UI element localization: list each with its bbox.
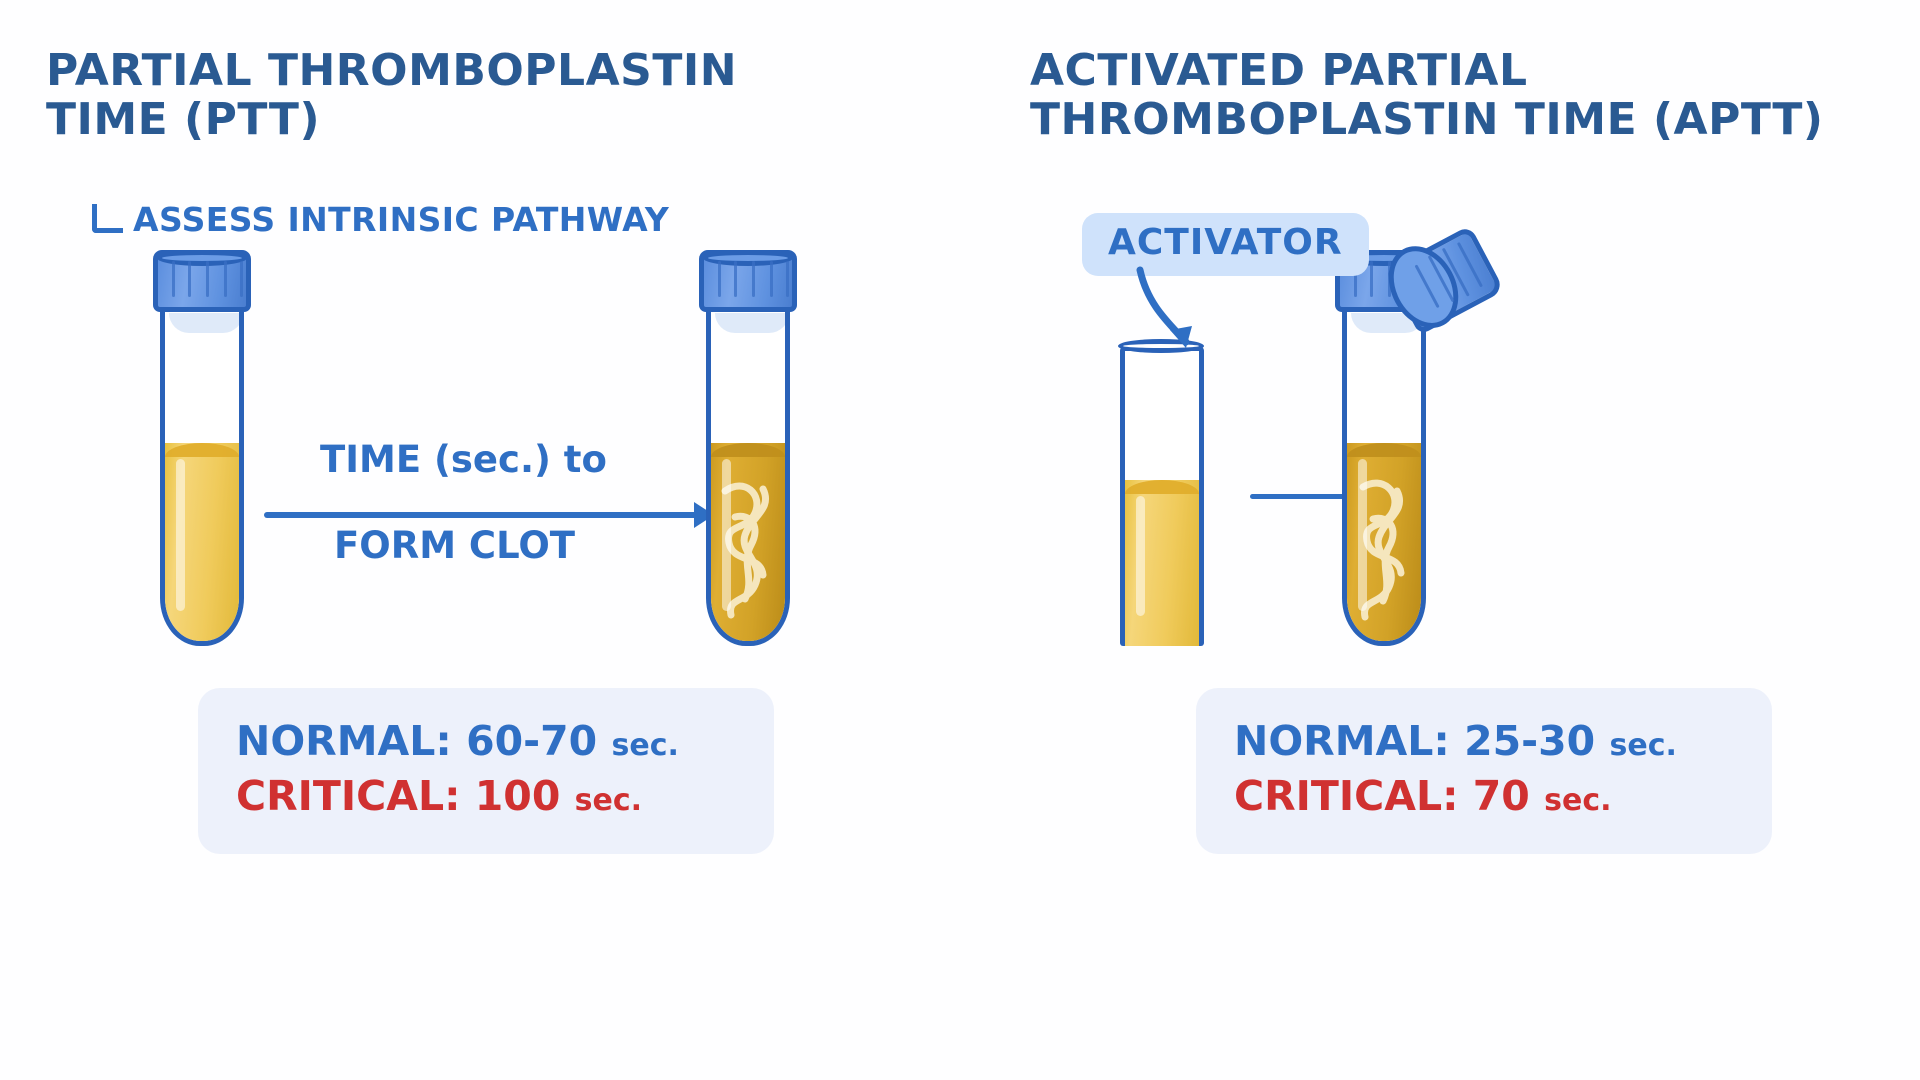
aptt-critical-label: CRITICAL: xyxy=(1234,771,1459,820)
ptt-reference-box: NORMAL: 60-70 sec. CRITICAL: 100 sec. xyxy=(198,688,774,854)
tube-body xyxy=(1120,346,1204,646)
tube-fluid-clot xyxy=(711,443,785,641)
tube-neck xyxy=(169,313,239,333)
ptt-critical-line: CRITICAL: 100 sec. xyxy=(236,769,736,824)
aptt-critical-unit: sec. xyxy=(1544,782,1612,818)
tube-neck xyxy=(715,313,785,333)
tube-body xyxy=(160,296,244,646)
panel-ptt: PARTIAL THROMBOPLASTIN TIME (PTT) ASSESS… xyxy=(46,45,797,854)
tube-cap-icon xyxy=(699,250,797,312)
aptt-normal-value: 25-30 xyxy=(1464,717,1596,765)
activator-curved-arrow-icon xyxy=(1136,266,1192,348)
aptt-title: ACTIVATED PARTIAL THROMBOPLASTIN TIME (a… xyxy=(1030,45,1824,146)
tube-fluid-plasma xyxy=(165,443,239,641)
cap-ridges xyxy=(712,261,789,297)
activator-badge: ACTIVATOR xyxy=(1082,213,1369,276)
tube-neck xyxy=(1351,313,1421,333)
activator-label: ACTIVATOR xyxy=(1108,222,1343,263)
arrow-label-bottom: FORM CLOT xyxy=(334,524,576,567)
ptt-normal-value: 60-70 xyxy=(466,717,598,765)
aptt-critical-line: CRITICAL: 70 sec. xyxy=(1234,769,1734,824)
tube-body xyxy=(1342,296,1426,646)
tube-fluid-plasma xyxy=(1125,480,1199,646)
cap-ridges xyxy=(166,261,243,297)
fibrin-strands-icon xyxy=(721,482,769,619)
arrow-shaft xyxy=(1250,494,1390,499)
fibrin-strands-icon xyxy=(1359,479,1405,621)
corner-bracket-icon xyxy=(92,204,123,233)
aptt-normal-line: NORMAL: 25-30 sec. xyxy=(1234,714,1734,769)
ptt-critical-value: 100 xyxy=(474,771,561,820)
aptt-critical-value: 70 xyxy=(1472,771,1530,820)
ptt-normal-unit: sec. xyxy=(611,728,679,763)
ptt-subtitle-text: ASSESS INTRINSIC PATHWAY xyxy=(133,200,670,239)
ptt-critical-unit: sec. xyxy=(574,782,643,818)
ptt-title: PARTIAL THROMBOPLASTIN TIME (PTT) xyxy=(46,45,738,146)
panel-aptt: ACTIVATED PARTIAL THROMBOPLASTIN TIME (a… xyxy=(960,0,1920,1080)
arrow-label-top: TIME (sec.) to xyxy=(320,438,607,481)
tube-cap-icon xyxy=(153,250,251,312)
aptt-normal-label: NORMAL: xyxy=(1234,717,1450,765)
aptt-normal-unit: sec. xyxy=(1609,728,1677,763)
aptt-reference-box: NORMAL: 25-30 sec. CRITICAL: 70 sec. xyxy=(1196,688,1772,854)
arrow-shaft xyxy=(264,512,698,518)
tube-fluid-clot xyxy=(1347,443,1421,641)
ptt-normal-line: NORMAL: 60-70 sec. xyxy=(236,714,736,769)
tube-body xyxy=(706,296,790,646)
ptt-subtitle: ASSESS INTRINSIC PATHWAY xyxy=(92,200,669,239)
ptt-normal-label: NORMAL: xyxy=(236,717,452,765)
ptt-critical-label: CRITICAL: xyxy=(236,771,461,820)
